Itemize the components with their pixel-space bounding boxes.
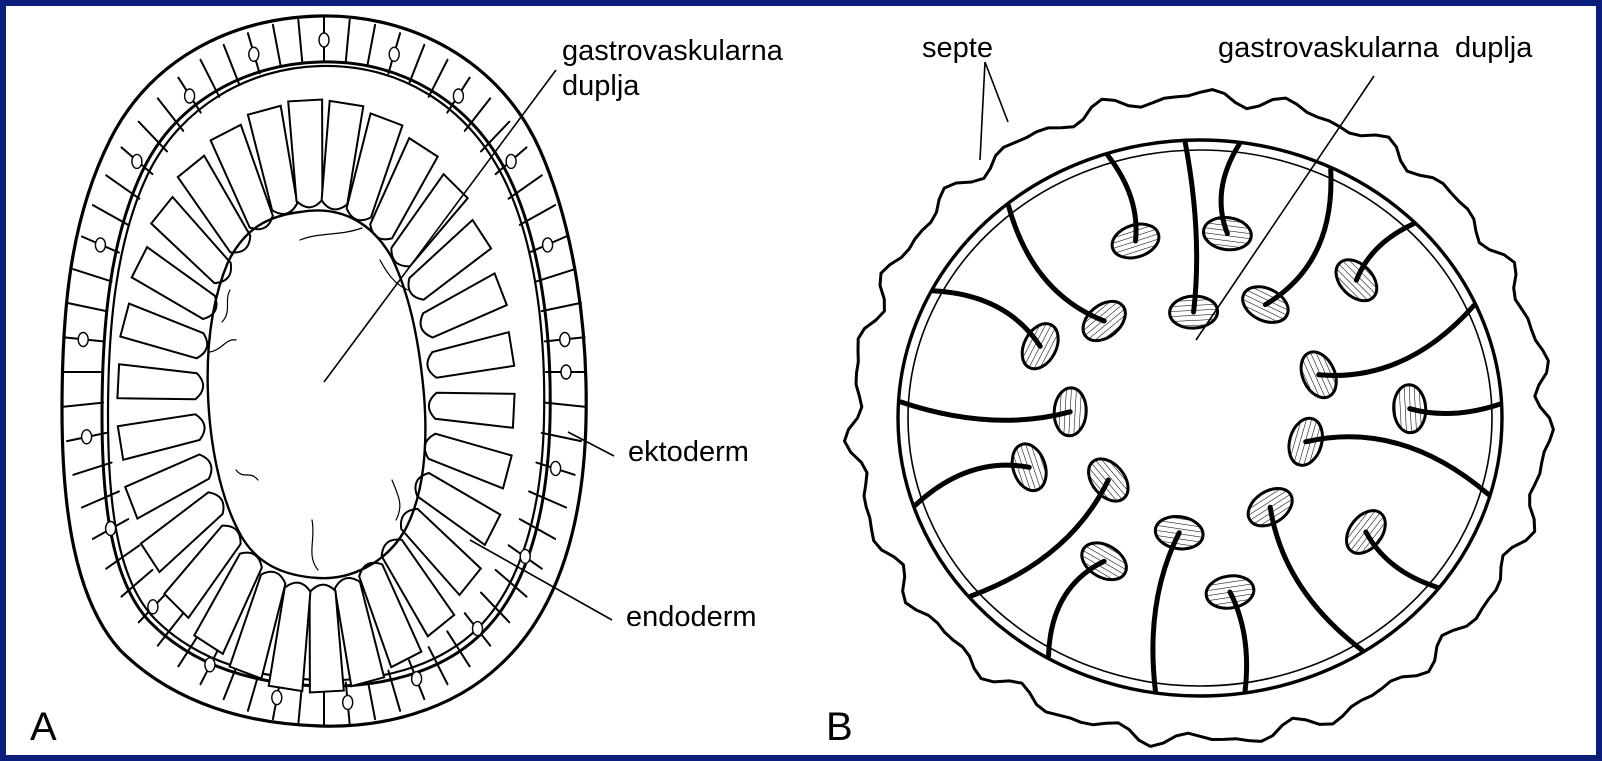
figure-svg: gastrovaskularna duplja ektoderm endoder… — [6, 6, 1596, 755]
septum — [1319, 306, 1474, 376]
septum — [1306, 437, 1489, 495]
septum-filament — [1202, 215, 1254, 253]
ectoderm-cell-wall — [367, 25, 375, 66]
panel-b-septa — [901, 142, 1500, 691]
septum-filament — [1169, 295, 1219, 329]
septum — [1153, 533, 1179, 691]
panel-b-outer-wall — [845, 90, 1554, 747]
panel-b-diagram: septe gastrovaskularna duplja B — [826, 32, 1553, 749]
ectoderm-nucleus — [106, 522, 116, 536]
ectoderm-cell-wall — [224, 45, 239, 84]
septum-filament — [1328, 252, 1385, 309]
ectoderm-cell-wall — [273, 25, 281, 66]
ectoderm-cell-wall — [67, 303, 106, 311]
panel-a-diagram: gastrovaskularna duplja ektoderm endoder… — [30, 16, 784, 749]
ectoderm-nucleus — [185, 89, 195, 103]
endoderm-cell — [429, 393, 515, 428]
label-a-cavity-line1: gastrovaskularna — [562, 35, 784, 67]
ectoderm-cell-wall — [409, 45, 424, 84]
ectoderm-nucleus — [205, 658, 215, 672]
septum — [901, 402, 1071, 420]
ectoderm-cell-wall — [73, 269, 111, 281]
ectoderm-nucleus — [506, 154, 516, 168]
septum-filament — [1204, 573, 1256, 612]
panel-a-gastrovascular-cavity — [208, 210, 426, 578]
endoderm-cell — [117, 364, 203, 399]
ectoderm-nucleus — [343, 695, 353, 709]
panel-a-letter: A — [30, 705, 57, 749]
ectoderm-nucleus — [95, 238, 105, 252]
ectoderm-nucleus — [389, 47, 399, 61]
ectoderm-nucleus — [560, 333, 570, 347]
ectoderm-cell-wall — [158, 98, 183, 130]
ectoderm-cell-wall — [536, 269, 574, 281]
panel-a-cavity-fibers — [210, 228, 408, 570]
ectoderm-cell-wall — [542, 303, 581, 311]
label-b-cavity: gastrovaskularna duplja — [1218, 32, 1533, 64]
ectoderm-nucleus — [319, 33, 329, 47]
leader-a-endoderm — [470, 540, 612, 620]
ectoderm-nucleus — [148, 600, 158, 614]
ectoderm-nucleus — [520, 549, 530, 563]
leader-b-septa-2 — [985, 62, 1008, 122]
ectoderm-nucleus — [82, 430, 92, 444]
ectoderm-cell-wall — [429, 60, 448, 97]
septum-filament — [1153, 513, 1205, 552]
ectoderm-cell-wall — [201, 60, 220, 97]
panel-b-letter: B — [826, 705, 853, 749]
ectoderm-cell-wall — [63, 403, 103, 407]
septum-filament — [1393, 384, 1427, 434]
leader-a-ectoderm — [568, 432, 614, 456]
ectoderm-nucleus — [249, 47, 259, 61]
panel-a-endoderm-cells — [117, 100, 514, 693]
septum-filament — [1241, 481, 1299, 534]
septum — [934, 291, 1040, 346]
leader-b-septa-1 — [980, 62, 985, 160]
ectoderm-cell-wall — [93, 205, 128, 225]
ectoderm-cell-wall — [73, 463, 111, 475]
septum-filament — [1339, 503, 1394, 561]
ectoderm-nucleus — [412, 672, 422, 686]
ectoderm-nucleus — [272, 691, 282, 705]
septum-filament — [1053, 387, 1088, 437]
septum-filament — [1081, 451, 1136, 508]
ectoderm-nucleus — [78, 333, 88, 347]
septum — [1185, 142, 1196, 312]
ectoderm-nucleus — [551, 461, 561, 475]
ectoderm-nucleus — [453, 89, 463, 103]
ectoderm-nucleus — [561, 365, 571, 379]
ectoderm-cell-wall — [542, 433, 581, 441]
ectoderm-nucleus — [132, 154, 142, 168]
ectoderm-cell-wall — [346, 20, 350, 62]
label-a-endoderm: endoderm — [626, 601, 757, 633]
endoderm-cell — [427, 332, 514, 378]
label-a-cavity-line2: duplja — [562, 70, 640, 102]
ectoderm-cell-wall — [465, 98, 490, 130]
septum-filament — [1108, 218, 1164, 263]
septum — [971, 480, 1108, 596]
ectoderm-nucleus — [473, 622, 483, 636]
ectoderm-cell-wall — [298, 20, 302, 62]
septum-filament — [1284, 414, 1328, 469]
septum-filament — [1294, 346, 1343, 403]
endoderm-cell — [118, 414, 205, 460]
septum-filament — [1076, 293, 1133, 348]
septum — [1009, 206, 1105, 321]
septum-filament — [1006, 439, 1052, 495]
septum-filament — [1075, 535, 1133, 587]
ectoderm-cell-wall — [106, 545, 139, 568]
label-a-ectoderm: ektoderm — [628, 436, 749, 468]
figure-panel: gastrovaskularna duplja ektoderm endoder… — [6, 6, 1596, 755]
label-b-septa: septe — [922, 32, 993, 64]
ectoderm-nucleus — [543, 238, 553, 252]
